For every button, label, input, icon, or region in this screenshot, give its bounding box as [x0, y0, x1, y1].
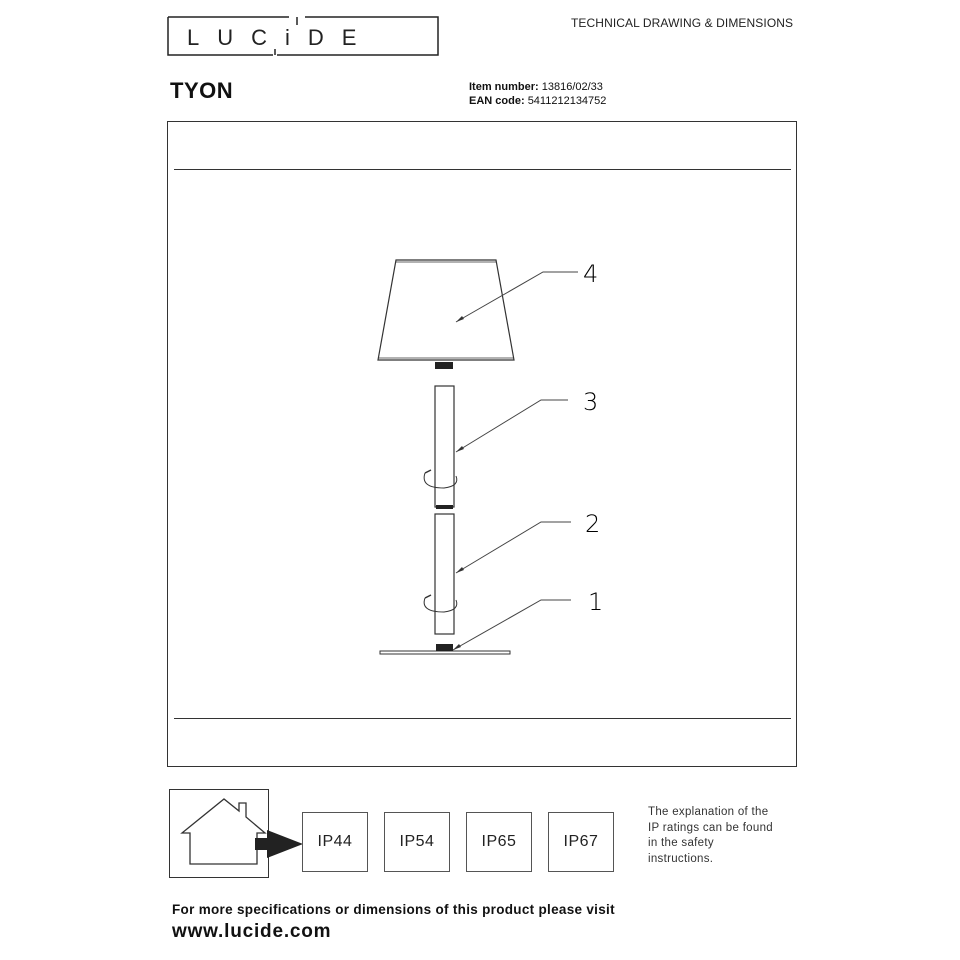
technical-drawing: 4 3 2 1	[377, 259, 603, 655]
drawing-frame	[167, 121, 797, 767]
ip54-box: IP54	[384, 812, 450, 872]
indoor-house-box	[169, 789, 269, 878]
ean-value: 5411212134752	[527, 95, 607, 107]
ip67-box: IP67	[548, 812, 614, 872]
frame-divider-bottom	[174, 718, 791, 719]
ip-note-line: IP ratings can be found	[648, 821, 773, 834]
ean-row: EAN code: 5411212134752	[469, 94, 606, 108]
ip65-box: IP65	[466, 812, 532, 872]
frame-divider-top	[174, 169, 791, 170]
part-number-4: 4	[583, 260, 598, 288]
ip-note-line: instructions.	[648, 852, 714, 865]
item-info: Item number: 13816/02/33 EAN code: 54112…	[469, 80, 606, 108]
ip-rating-note: The explanation of the IP ratings can be…	[648, 805, 773, 867]
item-number-row: Item number: 13816/02/33	[469, 80, 606, 94]
upper-tube	[423, 385, 458, 509]
ean-label: EAN code:	[469, 95, 525, 107]
document-type-label: TECHNICAL DRAWING & DIMENSIONS	[571, 16, 794, 30]
item-number-label: Item number:	[469, 81, 539, 93]
item-number-value: 13816/02/33	[541, 81, 603, 93]
footer-text: For more specifications or dimensions of…	[172, 902, 615, 917]
base-plate	[379, 644, 511, 655]
svg-text:LUCiDE: LUCiDE	[187, 25, 374, 50]
part-number-1: 1	[588, 588, 603, 616]
lamp-shade	[377, 259, 515, 369]
lower-tube	[423, 513, 458, 635]
ip-note-line: The explanation of the	[648, 806, 769, 818]
ip-note-line: in the safety	[648, 837, 714, 849]
website-link[interactable]: www.lucide.com	[172, 921, 332, 942]
ip44-box: IP44	[302, 812, 368, 872]
arrow-right-icon	[255, 830, 303, 858]
part-number-2: 2	[585, 510, 600, 538]
product-name: TYON	[170, 78, 234, 103]
lucide-logo: LUCiDE	[167, 16, 439, 56]
part-number-3: 3	[583, 388, 598, 416]
house-icon	[180, 798, 267, 865]
